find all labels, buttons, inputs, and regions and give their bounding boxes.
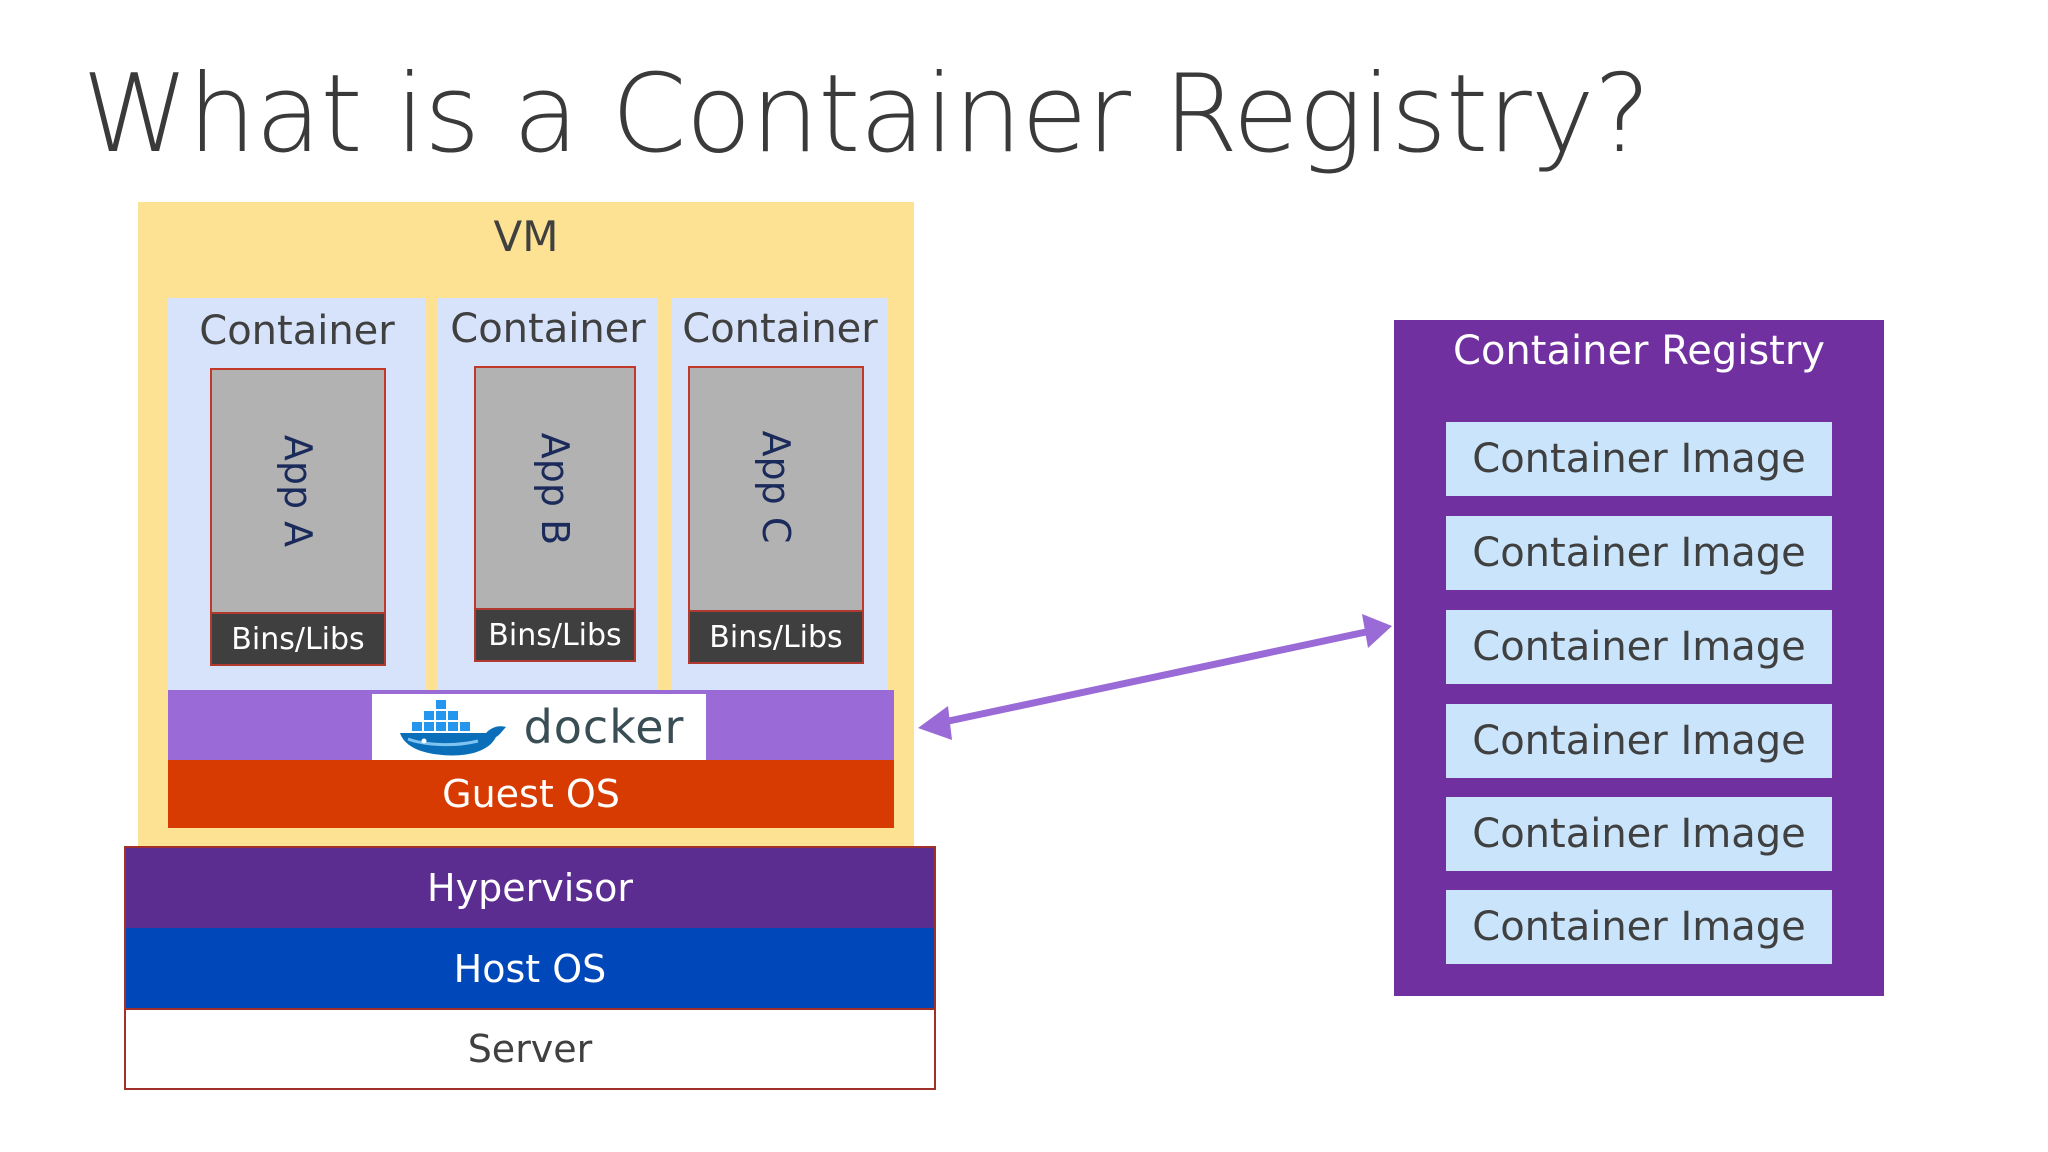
server-layer: Server — [124, 1008, 936, 1090]
slide-title: What is a Container Registry? — [82, 52, 1651, 177]
container-image-2: Container Image — [1446, 516, 1832, 590]
container-image-5: Container Image — [1446, 797, 1832, 871]
container-image-3: Container Image — [1446, 610, 1832, 684]
container-c-label: Container — [682, 306, 878, 352]
app-c-box — [688, 366, 864, 612]
container-b-label: Container — [450, 306, 646, 352]
container-image-1: Container Image — [1446, 422, 1832, 496]
container-image-4: Container Image — [1446, 704, 1832, 778]
bins-libs-b: Bins/Libs — [474, 608, 636, 662]
vm-label: VM — [493, 212, 559, 261]
bins-libs-a: Bins/Libs — [210, 612, 386, 666]
docker-logo: docker — [372, 694, 706, 760]
container-image-6: Container Image — [1446, 890, 1832, 964]
app-a-box — [210, 368, 386, 614]
bins-libs-c: Bins/Libs — [688, 610, 864, 664]
guest-os-layer: Guest OS — [168, 760, 894, 828]
container-a-label: Container — [199, 308, 395, 354]
container-registry-label: Container Registry — [1453, 328, 1825, 374]
docker-wordmark: docker — [523, 700, 685, 754]
host-os-layer: Host OS — [124, 928, 936, 1010]
docker-whale-icon — [399, 700, 506, 756]
